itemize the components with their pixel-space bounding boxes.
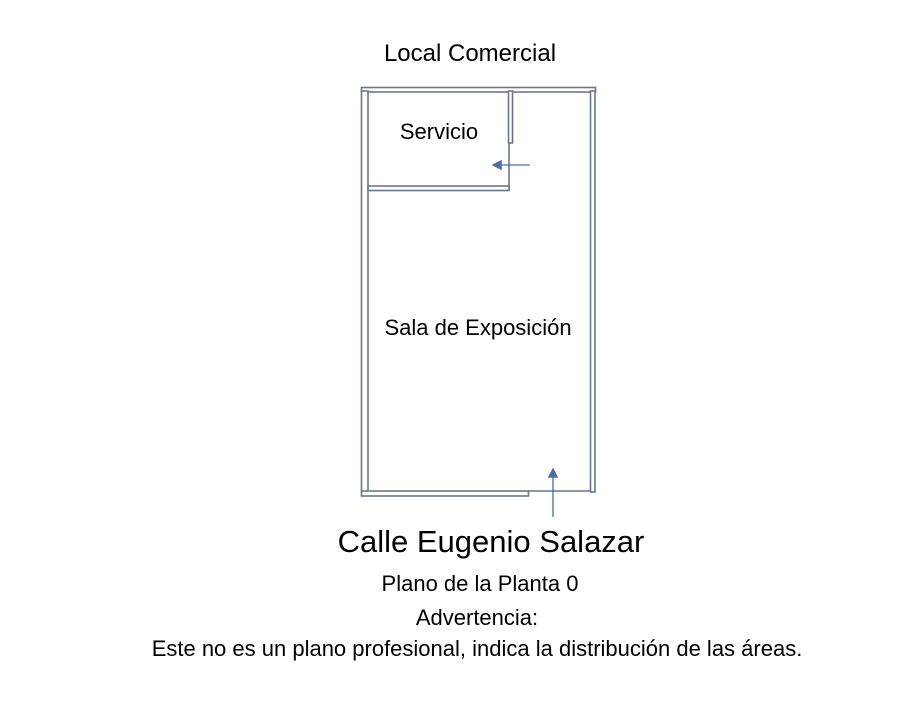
room-label-showroom: Sala de Exposición — [384, 315, 572, 340]
wall-top — [360, 86, 597, 93]
wall-right — [589, 90, 596, 493]
service-wall-horizontal — [367, 185, 510, 192]
wall-bottom — [360, 490, 530, 497]
street-name: Calle Eugenio Salazar — [337, 524, 645, 559]
plan-label: Plano de la Planta 0 — [381, 571, 579, 596]
warning-title: Advertencia: — [415, 605, 539, 630]
warning-text: Este no es un plano profesional, indica … — [151, 636, 803, 661]
wall-left — [360, 90, 369, 493]
plan-title: Local Comercial — [383, 40, 557, 67]
service-wall-vertical — [507, 90, 514, 144]
room-label-service: Servicio — [399, 119, 479, 144]
